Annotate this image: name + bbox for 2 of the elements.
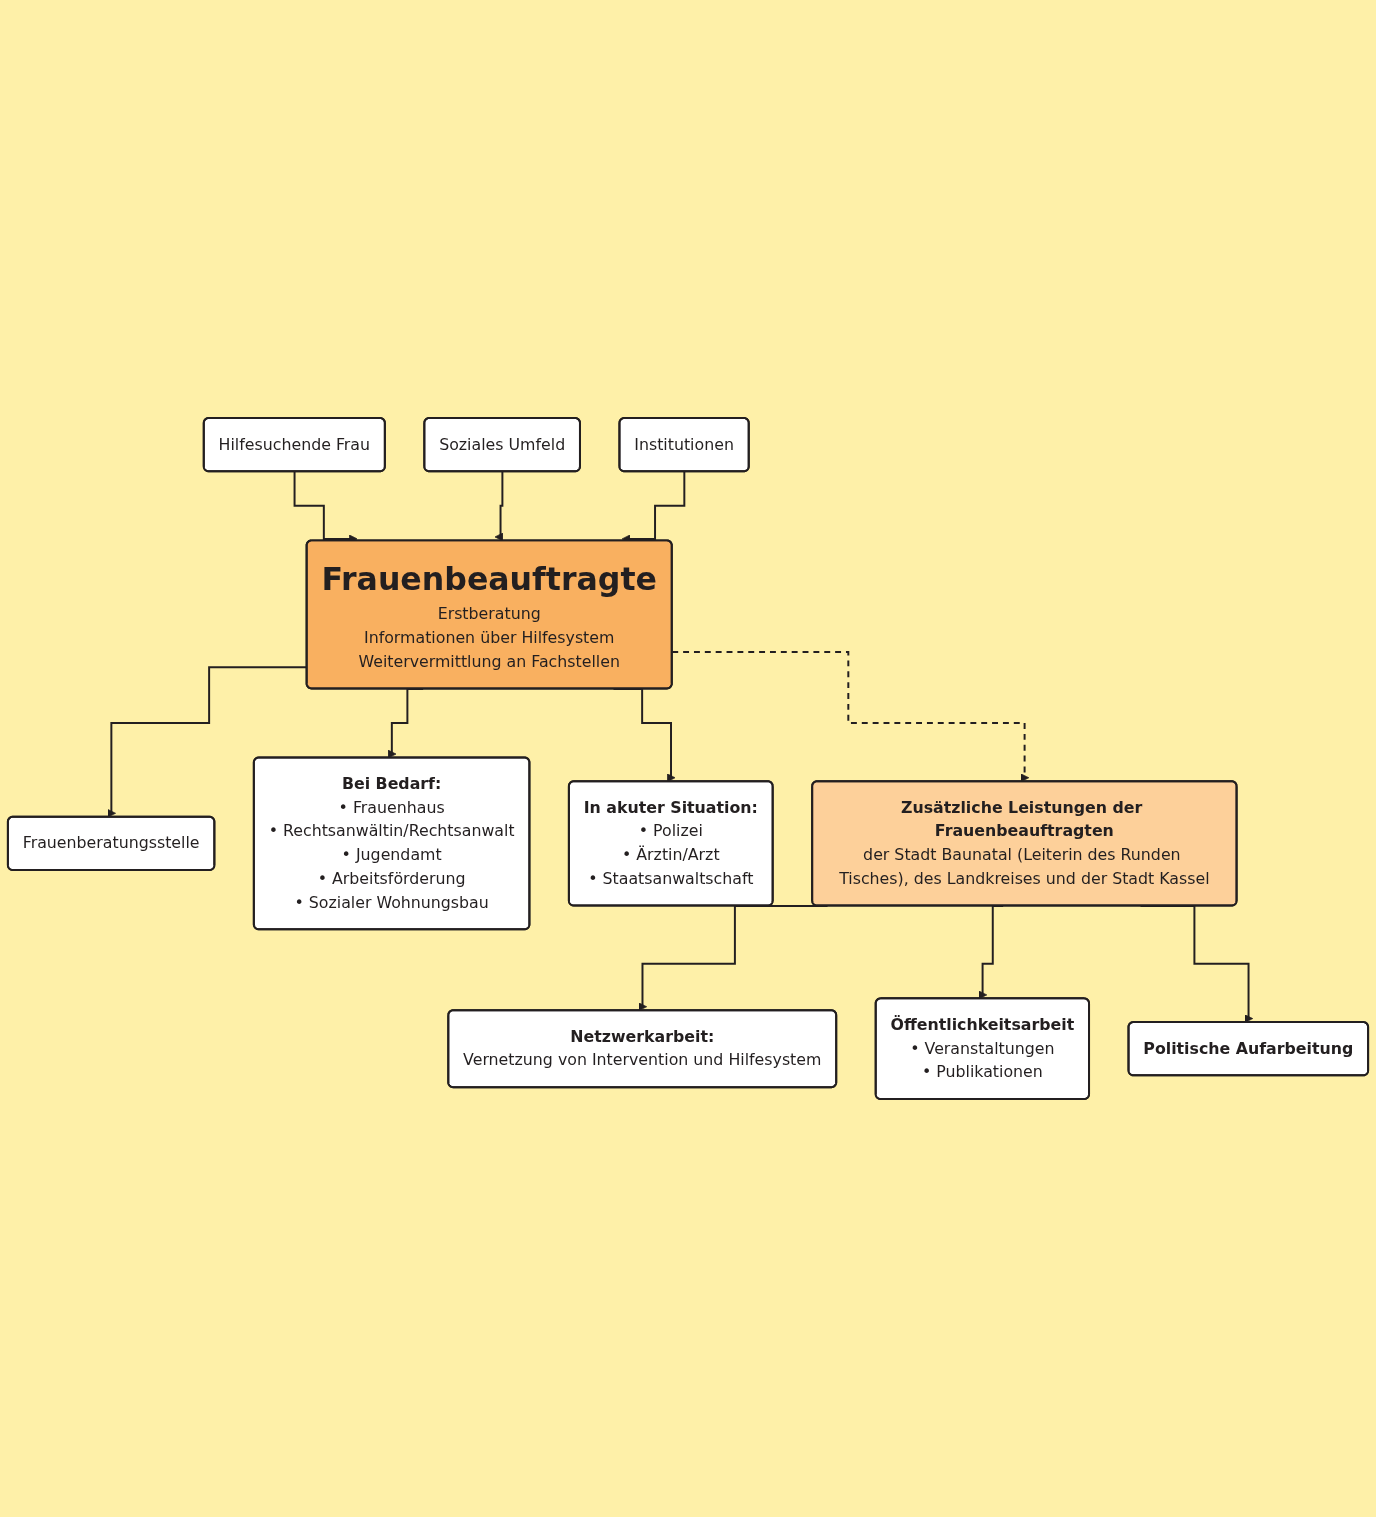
arrow [494,470,504,542]
arrow [671,650,1030,783]
